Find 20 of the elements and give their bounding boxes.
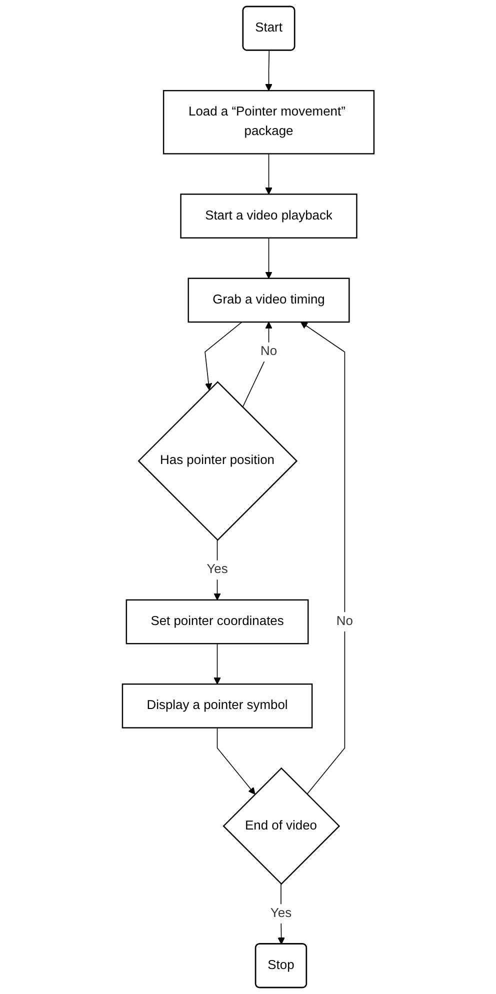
node-box: Set pointer coordinates [126, 599, 308, 644]
edge-label: Yes [270, 906, 292, 920]
arrow [216, 727, 256, 795]
edge-label: Yes [206, 562, 228, 576]
node-diamond: End of video [222, 767, 340, 885]
node-box: Grab a video timing [188, 278, 350, 323]
node-box: Display a pointer symbol [122, 683, 312, 728]
arrow [204, 322, 242, 390]
arrow [264, 50, 272, 91]
arrow [213, 643, 221, 684]
node-diamond: Has pointer position [138, 381, 298, 541]
arrow [300, 322, 345, 795]
arrow [278, 884, 285, 945]
arrow [264, 153, 272, 195]
arrow [213, 540, 221, 600]
edge-label: No [260, 344, 277, 358]
arrow [264, 238, 272, 279]
edge-label: No [336, 614, 353, 628]
node-box: Start a video playback [180, 194, 358, 238]
node-box: Load a “Pointer movement” package [162, 90, 374, 154]
